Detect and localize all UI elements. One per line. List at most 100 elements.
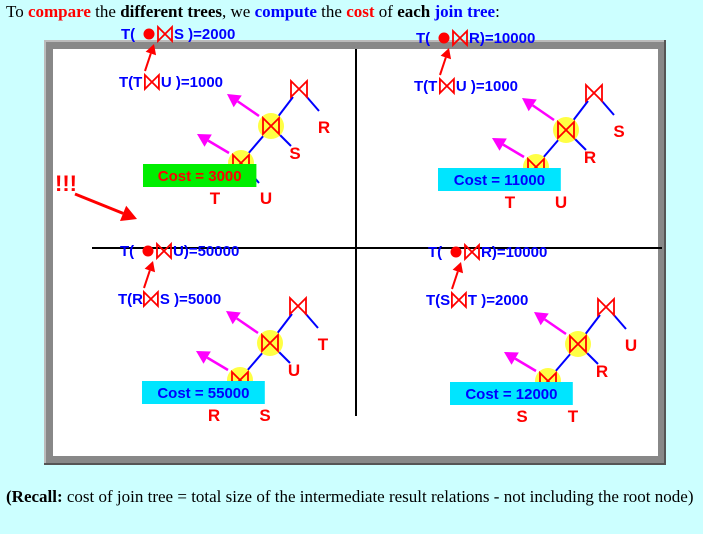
recall-text: cost of join tree = total size of the in… <box>62 487 694 506</box>
annotation-text: U )=1000 <box>456 78 518 95</box>
dot-reference-arrow <box>451 262 464 290</box>
top-size-annotation: T( R)=10000 <box>428 242 547 290</box>
tree-edge <box>246 133 266 156</box>
annotation-text: T( <box>416 30 430 47</box>
size-arrow <box>492 138 525 159</box>
leaf-label: U <box>288 361 300 380</box>
join-icon <box>261 332 279 354</box>
tree-edge <box>585 351 599 365</box>
cost-badge <box>142 381 265 404</box>
leaf-label: S <box>613 122 624 141</box>
tree-edge <box>541 137 561 160</box>
join-icon <box>569 333 587 355</box>
cost-label: Cost = 3000 <box>158 168 242 185</box>
tree-edge <box>278 133 292 147</box>
join-icon <box>262 115 280 137</box>
annotation-text: T(S <box>426 292 450 309</box>
top-size-annotation: T(U)=50000 <box>120 241 239 289</box>
annotation-text: T(T <box>119 74 142 91</box>
size-arrow <box>504 352 537 373</box>
leaf-label: R <box>208 406 220 425</box>
tree-edge <box>553 351 573 374</box>
root-join-icon <box>289 295 307 317</box>
leaf-label: T <box>568 407 579 426</box>
annotation-text: S )=2000 <box>174 26 235 43</box>
size-arrow <box>522 98 555 122</box>
cost-badge <box>450 382 573 405</box>
dot-reference-arrow <box>144 44 157 72</box>
join-icon <box>452 28 468 48</box>
annotation-text: U)=50000 <box>173 243 239 260</box>
annotation-text: S )=5000 <box>160 291 221 308</box>
leaf-label: S <box>289 144 300 163</box>
leaf-label: T <box>505 193 516 212</box>
annotation-text: R)=10000 <box>481 244 547 261</box>
warning-marks: !!! <box>55 171 77 196</box>
tree-edge <box>275 313 293 336</box>
annotation-text: R)=10000 <box>469 30 535 47</box>
dot-reference-arrow <box>439 48 452 76</box>
leaf-label: T <box>318 335 329 354</box>
intro-cost: cost <box>346 2 375 21</box>
intro-different-trees: different trees <box>120 2 222 21</box>
cost-label: Cost = 12000 <box>465 386 557 403</box>
dot-reference-arrow <box>143 261 156 289</box>
intermediate-dot-icon <box>143 28 155 40</box>
tree-edge <box>277 350 291 364</box>
recall-label: (Recall: <box>6 487 63 506</box>
leaf-label: U <box>625 336 637 355</box>
top-size-annotation: T( S )=2000 <box>121 24 235 72</box>
leaf-label: U <box>555 193 567 212</box>
tree-edge <box>571 100 589 123</box>
annotation-text: U )=1000 <box>161 74 223 91</box>
leaf-label: S <box>516 407 527 426</box>
tree-edge <box>276 96 294 119</box>
size-arrow <box>196 351 229 372</box>
join-icon <box>143 289 159 309</box>
mid-size-annotation: T(R S )=5000 <box>118 289 221 309</box>
intermediate-dot-icon <box>142 245 154 257</box>
tree-edge <box>305 95 320 112</box>
cost-label: Cost = 55000 <box>157 385 249 402</box>
tree-edge <box>573 137 587 151</box>
leaf-label: U <box>260 189 272 208</box>
leaf-label: R <box>584 148 596 167</box>
cost-label: Cost = 11000 <box>454 172 545 189</box>
size-arrow <box>227 94 260 118</box>
tree-edge <box>245 350 265 373</box>
annotation-text: T( <box>121 26 135 43</box>
root-join-icon <box>585 82 603 104</box>
warning-arrow <box>74 192 137 222</box>
root-join-icon <box>290 78 308 100</box>
annotation-text: T( <box>428 244 442 261</box>
recall-note: (Recall: cost of join tree = total size … <box>6 486 703 508</box>
tree-edge <box>600 99 615 116</box>
size-arrow <box>197 134 230 155</box>
leaf-label: R <box>318 118 330 137</box>
tree-edge <box>612 313 627 330</box>
join-icon <box>156 241 172 261</box>
tree-edge <box>583 314 601 337</box>
leaf-label: S <box>259 406 270 425</box>
intro-sentence: To compare the different trees, we compu… <box>6 2 500 21</box>
join-icon <box>157 24 173 44</box>
join-icon <box>144 72 160 92</box>
intro-compare: compare <box>27 2 91 21</box>
size-arrow <box>226 311 259 335</box>
annotation-text: T(R <box>118 291 143 308</box>
top-size-annotation: T( R)=10000 <box>416 28 535 76</box>
tree-edge <box>304 312 319 329</box>
intro-each: each <box>397 2 431 21</box>
leaf-label: R <box>596 362 608 381</box>
join-icon <box>557 119 575 141</box>
intermediate-dot-icon <box>450 246 462 258</box>
root-join-icon <box>597 296 615 318</box>
intro-compute: compute <box>254 2 317 21</box>
size-arrow <box>534 312 567 336</box>
cost-badge <box>143 164 257 187</box>
